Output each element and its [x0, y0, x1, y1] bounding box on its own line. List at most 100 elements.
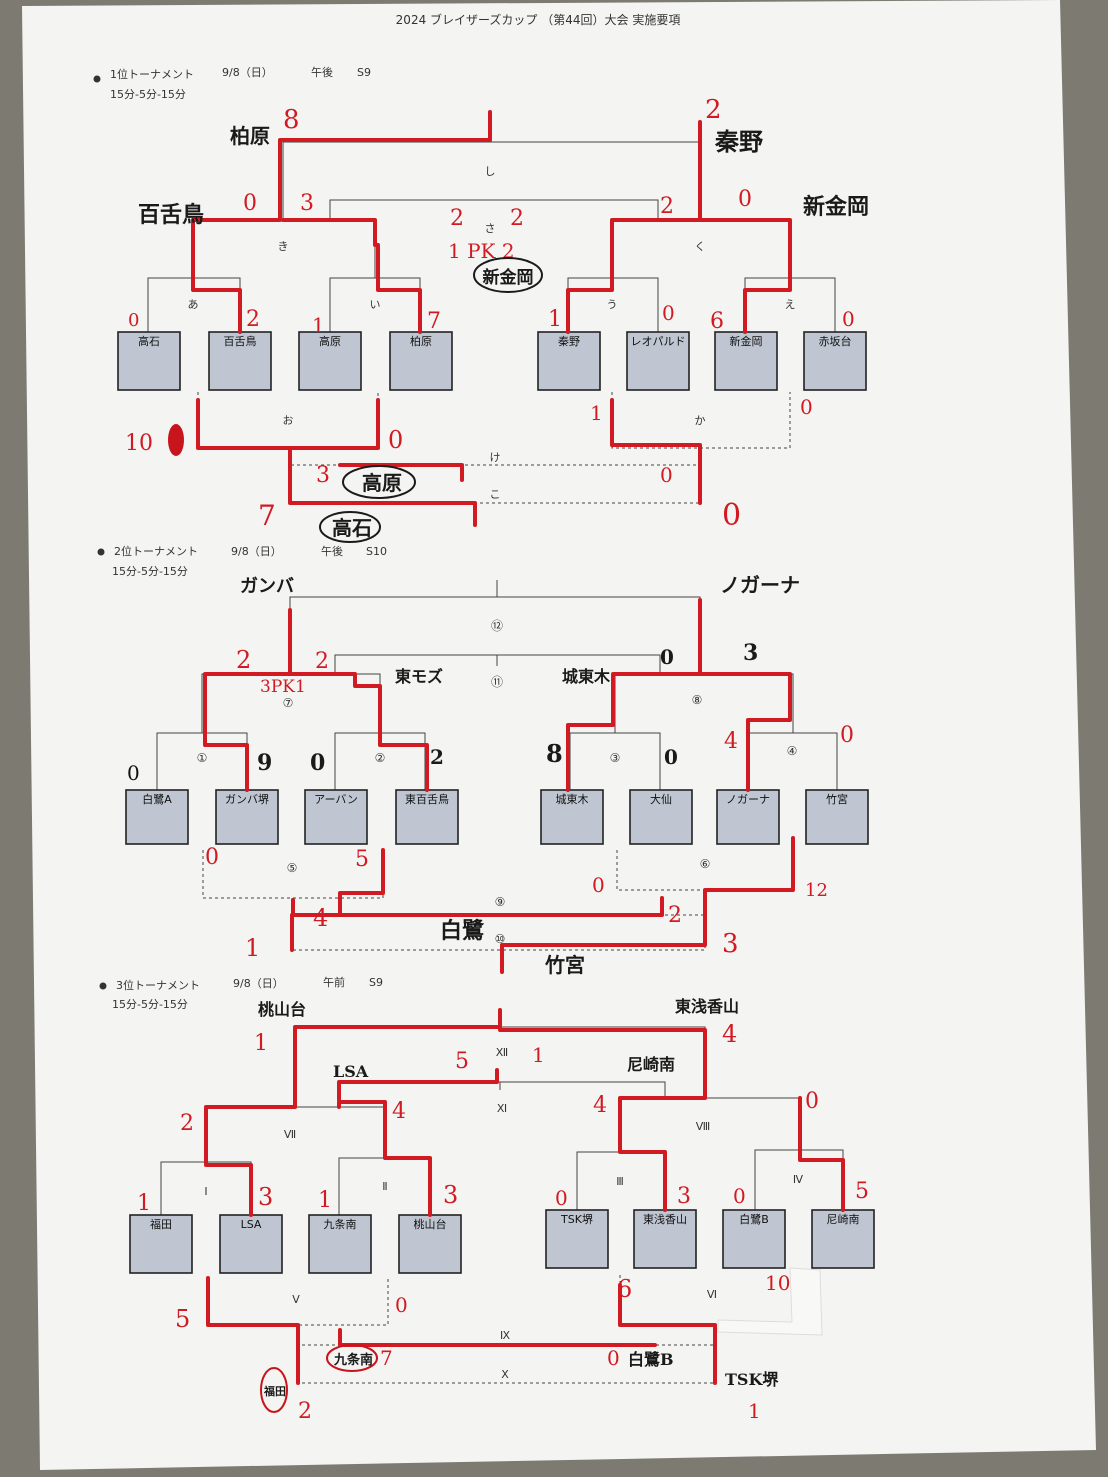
t1-score: 2	[705, 95, 722, 125]
t1-slot: S9	[357, 66, 371, 79]
t3-team-name: TSK堺	[560, 1213, 593, 1226]
bullet-icon	[97, 548, 105, 556]
t1-team-slot: レオパルド	[626, 331, 690, 391]
t1-score: 0	[842, 307, 855, 331]
t1-match-shi: し	[485, 165, 496, 178]
t1-team-slot: 赤坂台	[803, 331, 867, 391]
t3-score: 10	[765, 1271, 790, 1295]
t1-score: 1	[590, 401, 603, 425]
t3-match-IV: Ⅳ	[793, 1173, 804, 1186]
bullet-icon	[99, 982, 107, 990]
t1-score: 2	[660, 194, 674, 219]
t3-score: 3	[677, 1184, 691, 1209]
circle-mark-icon	[326, 1344, 378, 1372]
t2-team-name: 城東木	[556, 793, 589, 806]
t2-match-6: ⑥	[700, 857, 711, 871]
t3-note: 白鷺B	[628, 1350, 674, 1369]
t1-team-name: 赤坂台	[819, 334, 852, 348]
t2-score: 4	[313, 904, 328, 932]
t1-match-ke: け	[490, 451, 501, 464]
t2-team-slot: アーバン	[304, 789, 368, 845]
circle-mark-icon	[473, 257, 543, 293]
t1-match-i: い	[370, 298, 381, 311]
t3-match-IX: Ⅸ	[500, 1329, 510, 1342]
t3-score: 5	[455, 1049, 469, 1074]
t3-score: 5	[175, 1305, 190, 1333]
t2-note: 城東木	[562, 667, 611, 686]
t3-score: 0	[733, 1184, 746, 1208]
t1-match-sa: さ	[485, 222, 496, 235]
t1-session: 午後	[311, 65, 333, 79]
t2-note: ノガーナ	[720, 573, 800, 597]
t2-score: 5	[355, 847, 369, 872]
t2-note: 東モズ	[395, 667, 443, 686]
t2-score: 1	[245, 934, 260, 962]
t3-score: 1	[532, 1043, 545, 1067]
t2-score: 3	[743, 640, 758, 666]
t3-score: 7	[380, 1346, 393, 1370]
circle-mark-icon	[342, 465, 416, 499]
t2-team-name: 竹宮	[826, 792, 848, 806]
t2-format: 15分-5分-15分	[112, 565, 188, 578]
red-mark-icon	[168, 424, 184, 456]
t2-score: 0	[660, 645, 674, 669]
t3-score: 4	[392, 1099, 406, 1124]
t1-team-name: 新金岡	[730, 334, 763, 348]
t2-score: 3	[722, 929, 739, 959]
t2-match-12: ⑫	[491, 619, 503, 633]
t2-team-name: 東百舌鳥	[405, 792, 449, 806]
t3-score: 5	[855, 1179, 869, 1204]
t1-score: 0	[738, 187, 752, 212]
t3-note: 福田	[263, 1384, 286, 1398]
t3-date: 9/8（日）	[233, 977, 284, 990]
document-title: 2024 ブレイザーズカップ （第44回）大会 実施要項	[396, 12, 681, 27]
t3-team-slot: 白鷺B	[722, 1209, 786, 1269]
t2-score: 0	[205, 845, 219, 870]
t1-score: 0	[662, 301, 675, 325]
t2-team-name: ノガーナ	[726, 793, 770, 806]
t3-team-slot: 東浅香山	[633, 1209, 697, 1269]
t1-note: 新金岡	[483, 267, 534, 288]
t1-score: 0	[243, 191, 257, 216]
t2-match-7: ⑦	[283, 696, 294, 710]
t2-score: 8	[546, 739, 563, 768]
t2-note: ガンバ	[240, 576, 294, 597]
t1-match-ku: く	[695, 240, 706, 253]
t1-note: 新金岡	[803, 194, 869, 220]
t2-match-5: ⑤	[287, 861, 298, 875]
t1-score: 6	[710, 309, 724, 334]
t3-note: 桃山台	[258, 1000, 306, 1019]
t2-match-10: ⑩	[495, 932, 506, 946]
t1-score: 2	[510, 206, 524, 231]
t2-score: 0	[127, 761, 140, 785]
t1-score: 10	[125, 431, 153, 456]
t3-score: 0	[555, 1186, 568, 1210]
t2-score: 9	[257, 750, 272, 776]
t1-score: 8	[283, 105, 300, 135]
t3-score: 4	[593, 1093, 607, 1118]
circle-mark-icon	[319, 511, 381, 543]
t2-team-slot: ノガーナ	[716, 789, 780, 845]
tournament-1: 1位トーナメント 9/8（日） 午後 S9 15分-5分-15分 あ い う え…	[93, 65, 869, 543]
t1-score: 3	[316, 463, 330, 488]
t1-score: 1	[548, 307, 562, 332]
t3-note: 九条南	[333, 1352, 373, 1368]
t2-pk-score: 3PK1	[260, 677, 306, 697]
t1-match-o: お	[283, 414, 294, 427]
t3-score: 0	[607, 1346, 620, 1370]
t3-note: TSK堺	[725, 1370, 779, 1389]
t3-team-slot: 福田	[129, 1214, 193, 1274]
t3-score: 1	[137, 1191, 151, 1216]
t3-match-III: Ⅲ	[616, 1175, 624, 1188]
t3-team-slot: LSA	[219, 1214, 283, 1274]
t3-match-II: Ⅱ	[382, 1180, 387, 1193]
t1-header: 1位トーナメント	[110, 67, 194, 81]
t2-date: 9/8（日）	[231, 545, 282, 558]
t3-match-VI: Ⅵ	[707, 1288, 717, 1301]
t3-note: 東浅香山	[675, 997, 739, 1016]
t3-score: 1	[748, 1399, 761, 1423]
t2-match-1: ①	[197, 751, 208, 765]
t2-match-2: ②	[375, 751, 386, 765]
t2-match-11: ⑪	[491, 675, 503, 689]
t3-score: 0	[805, 1089, 819, 1114]
